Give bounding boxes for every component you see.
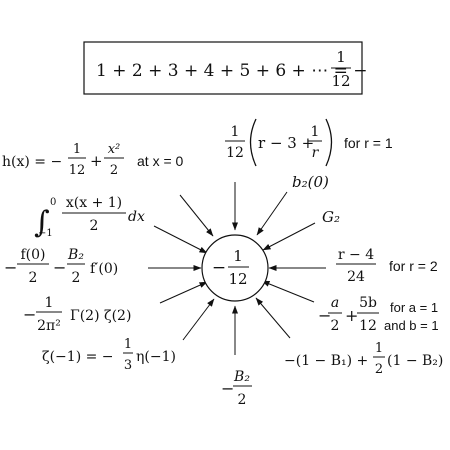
expr-bern-lhs: −(1 − B₁) + — [284, 353, 368, 369]
expr-ab-b-den: 12 — [359, 318, 377, 334]
expr-zeta-eta: ζ(−1) = − 1 3 η(−1) — [42, 337, 176, 373]
expr-top-note: for r = 1 — [344, 135, 393, 151]
header-sum: 1 + 2 + 3 + 4 + 5 + 6 + ⋯ = − — [96, 61, 368, 81]
expr-hx-plus: + — [90, 152, 103, 170]
expr-hx-a-den: 12 — [69, 163, 86, 178]
expr-hx-b-den: 2 — [110, 163, 118, 178]
header-equation: 1 + 2 + 3 + 4 + 5 + 6 + ⋯ = − 1 12 — [83, 41, 368, 95]
expr-hx: h(x) = − 1 12 + x² 2 at x = 0 — [2, 142, 184, 178]
expr-bern-den: 2 — [375, 362, 383, 377]
expr-bern-num: 1 — [375, 341, 383, 356]
expr-b2-half-den: 2 — [238, 392, 247, 408]
expr-ab-a-num: a — [331, 295, 339, 311]
expr-fprime-minus: − — [4, 258, 17, 277]
expr-integral-lower: −1 — [38, 228, 53, 239]
center-numerator: 1 — [233, 247, 243, 265]
expr-hx-lhs: h(x) = − — [2, 154, 62, 170]
expr-top: 1 12 r − 3 + 1 r for r = 1 — [225, 118, 393, 167]
expr-gamma-minus: − — [23, 305, 36, 324]
expr-ab-minus: − — [318, 306, 331, 325]
expr-zeta-lhs: ζ(−1) = − — [42, 349, 114, 365]
expr-fprime-mid: − — [53, 258, 66, 277]
arrow-gamma — [159, 281, 208, 304]
arrow-integral — [153, 225, 208, 254]
expr-gamma-rhs: Γ(2) ζ(2) — [70, 308, 131, 324]
arrow-hx — [179, 194, 214, 237]
header-denominator: 12 — [331, 72, 350, 90]
expr-bern-rhs: (1 − B₂) — [387, 353, 443, 369]
center-circle — [201, 234, 269, 302]
expr-top-left-paren — [249, 118, 257, 167]
expr-r4-num: r − 4 — [338, 247, 374, 263]
expr-ab-b-num: 5b — [359, 295, 377, 311]
center-minus: − — [212, 258, 226, 278]
expr-integral-num: x(x + 1) — [66, 195, 122, 211]
expr-r4-note: for r = 2 — [389, 258, 438, 274]
expr-ab: − a 2 + 5b 12 for a = 1 and b = 1 — [318, 295, 439, 334]
expr-gamma-den: 2π² — [37, 318, 61, 334]
expr-g2: G₂ — [322, 208, 340, 226]
expr-zeta-rhs: η(−1) — [136, 349, 176, 365]
expr-r4: r − 4 24 for r = 2 — [336, 247, 438, 285]
expr-fprime: − f(0) 2 − B₂ 2 f′(0) — [4, 247, 118, 286]
expr-integral: ∫ 0 −1 x(x + 1) 2 dx — [34, 195, 145, 240]
expr-r4-den: 24 — [347, 269, 365, 285]
expr-fprime-b-num: B₂ — [67, 247, 84, 263]
arrow-ab — [261, 280, 315, 303]
expr-hx-note: at x = 0 — [137, 153, 184, 169]
arrow-bern — [255, 297, 291, 339]
arrows — [148, 182, 326, 355]
header-numerator: 1 — [336, 48, 346, 66]
expr-top-a-den: 12 — [226, 145, 244, 161]
expr-fprime-b-den: 2 — [72, 270, 81, 286]
expr-integral-den: 2 — [90, 218, 99, 234]
arrow-g2 — [262, 222, 316, 251]
expr-top-a-num: 1 — [231, 124, 240, 140]
expr-hx-a-num: 1 — [73, 142, 81, 157]
expr-fprime-f-den: 2 — [29, 270, 38, 286]
expr-top-b-num: 1 — [311, 124, 320, 140]
expr-b2-zero: b₂(0) — [292, 173, 329, 191]
header-box — [83, 41, 363, 95]
expr-top-b-den: r — [312, 145, 320, 161]
expr-fprime-f-num: f(0) — [20, 247, 45, 263]
arrow-zeta — [182, 298, 215, 341]
expr-top-inner: r − 3 + — [258, 134, 314, 152]
expr-hx-b-num: x² — [108, 142, 121, 157]
expr-b2-half-minus: − — [221, 379, 234, 398]
expr-fprime-rhs: f′(0) — [90, 261, 118, 277]
center-node: − 1 12 — [201, 234, 269, 302]
expr-integral-dx: dx — [128, 209, 145, 225]
expr-integral-upper: 0 — [50, 197, 56, 208]
expr-zeta-num: 1 — [124, 337, 132, 352]
expr-zeta-den: 3 — [124, 358, 132, 373]
expr-bern: −(1 − B₁) + 1 2 (1 − B₂) — [284, 341, 443, 377]
expr-gamma-num: 1 — [45, 295, 54, 311]
expr-ab-plus: + — [345, 306, 358, 325]
expr-integral-sign: ∫ — [34, 205, 50, 240]
center-denominator: 12 — [228, 270, 247, 288]
expr-b2-half-num: B₂ — [233, 369, 250, 385]
expr-gamma: − 1 2π² Γ(2) ζ(2) — [23, 295, 131, 334]
expr-b2-half: − B₂ 2 — [221, 369, 252, 408]
arrow-b2-zero — [256, 191, 288, 236]
expr-ab-a-den: 2 — [331, 318, 340, 334]
expr-top-right-paren — [325, 118, 333, 167]
expr-ab-note-2: and b = 1 — [384, 318, 439, 333]
expr-ab-note-1: for a = 1 — [390, 300, 438, 315]
